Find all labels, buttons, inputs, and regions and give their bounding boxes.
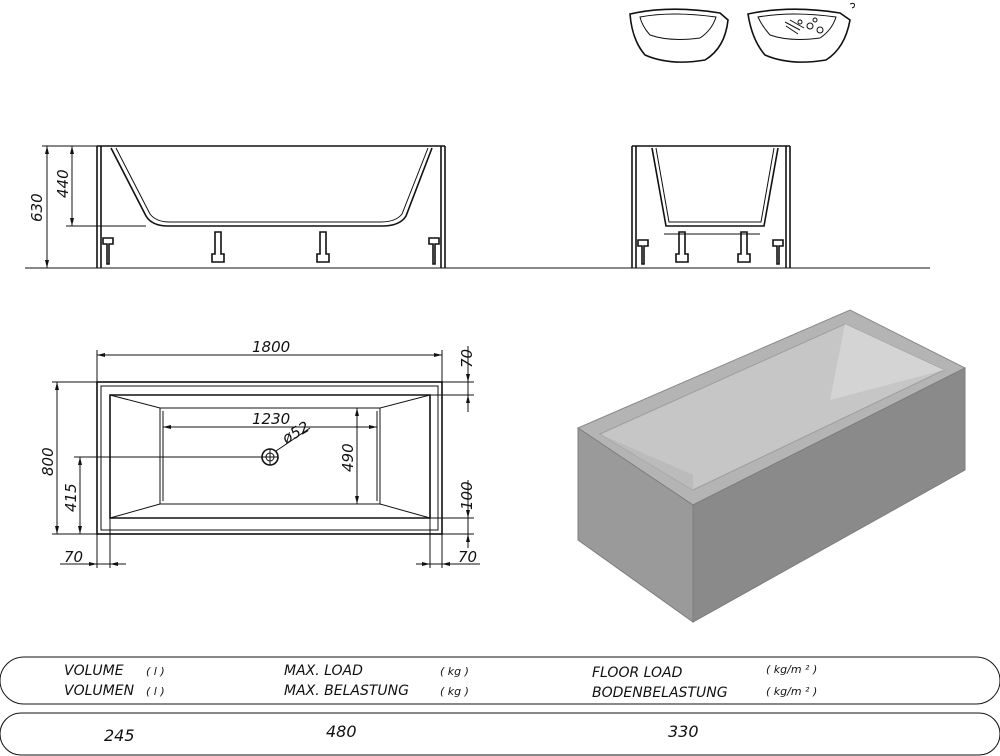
plan-view: ø52 1800 1230 490 800 415 70: [39, 338, 480, 568]
load-value: 480: [326, 722, 357, 741]
bathtub-thumbnail-whirlpool: [747, 8, 851, 63]
render-side: [692, 367, 966, 623]
bathtub-thumbnail-plain: [629, 8, 729, 63]
dim-rim-left: 70: [64, 548, 83, 566]
volume-unit-en: ( l ): [146, 665, 165, 678]
dim-rim-top: 70: [458, 349, 476, 368]
volume-label-en: VOLUME: [64, 663, 124, 679]
volume-label-de: VOLUMEN: [64, 683, 135, 699]
dim-width: 800: [39, 447, 57, 476]
dim-inner-length: 1230: [252, 410, 290, 428]
dim-rim-right: 70: [458, 548, 477, 566]
dim-rim-bottom: 100: [458, 481, 476, 510]
floor-unit-en: ( kg/m ² ): [766, 663, 817, 676]
load-unit-de: ( kg ): [440, 685, 469, 698]
corner-mark: [849, 2, 855, 9]
specs-table: VOLUME VOLUMEN ( l ) ( l ) MAX. LOAD MAX…: [0, 656, 1000, 756]
floor-unit-de: ( kg/m ² ): [766, 685, 817, 698]
load-label-de: MAX. BELASTUNG: [284, 683, 409, 699]
volume-unit-de: ( l ): [146, 685, 165, 698]
side-view-long: 630 440: [25, 145, 930, 269]
dim-total-height: 630: [28, 193, 46, 222]
volume-value: 245: [104, 726, 135, 745]
dim-length: 1800: [252, 338, 290, 356]
floor-label-de: BODENBELASTUNG: [592, 685, 728, 701]
side-view-short: [631, 145, 791, 268]
dim-drain-offset: 415: [62, 483, 80, 512]
floor-value: 330: [668, 722, 699, 741]
load-label-en: MAX. LOAD: [284, 663, 363, 679]
dim-rim-height: 440: [54, 169, 72, 198]
load-unit-en: ( kg ): [440, 665, 469, 678]
bathtub-3d-render: [576, 309, 967, 623]
floor-label-en: FLOOR LOAD: [592, 665, 683, 681]
dim-inner-width: 490: [339, 443, 357, 472]
